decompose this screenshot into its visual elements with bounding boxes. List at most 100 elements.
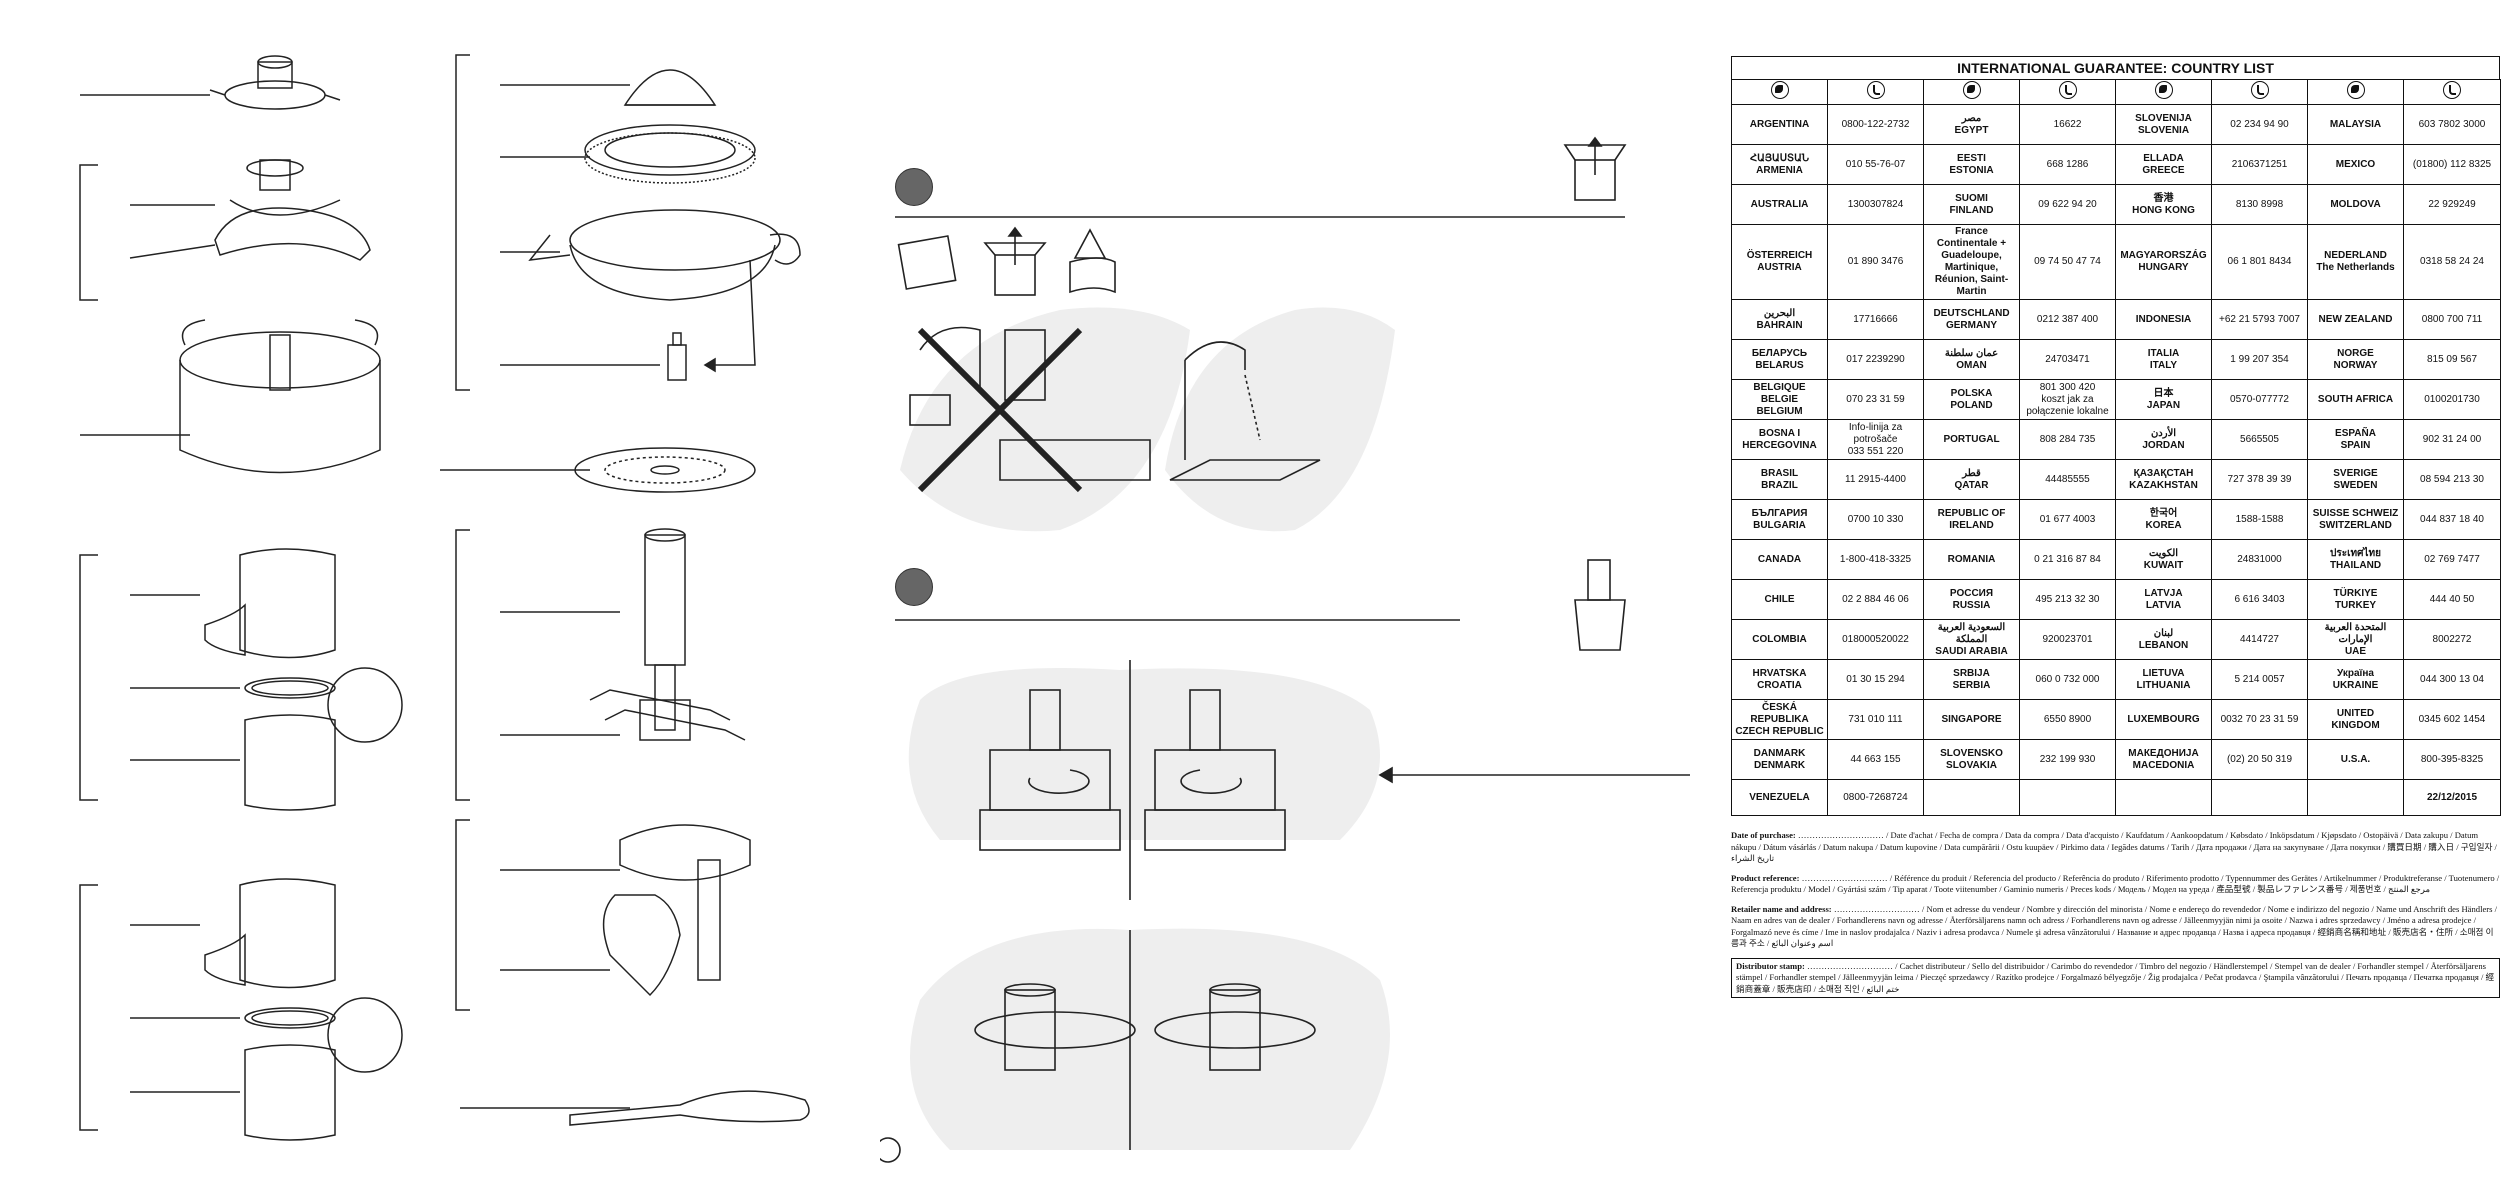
phone-cell: 0318 58 24 24	[2403, 224, 2501, 300]
country-cell: MALAYSIA	[2307, 104, 2404, 145]
phone-cell: 044 300 13 04	[2403, 659, 2501, 700]
field-label: Distributor stamp:	[1736, 960, 1805, 971]
phone-cell: 0570-077772	[2211, 379, 2308, 420]
phone-cell: 16622	[2019, 104, 2116, 145]
country-cell	[1923, 779, 2020, 816]
usage-panel	[880, 0, 1720, 1191]
guarantee-title: INTERNATIONAL GUARANTEE: COUNTRY LIST	[1731, 56, 2500, 79]
guarantee-country-list: INTERNATIONAL GUARANTEE: COUNTRY LIST AR…	[1731, 56, 2501, 816]
country-cell: REPUBLIC OF IRELAND	[1923, 499, 2020, 540]
country-cell: البحرين BAHRAIN	[1731, 299, 1828, 340]
phone-cell: 668 1286	[2019, 144, 2116, 185]
phone-cell: 0700 10 330	[1827, 499, 1924, 540]
country-cell: عمان سلطنة OMAN	[1923, 339, 2020, 380]
country-cell: DEUTSCHLAND GERMANY	[1923, 299, 2020, 340]
phone-cell: 017 2239290	[1827, 339, 1924, 380]
country-cell: SVERIGE SWEDEN	[2307, 459, 2404, 500]
country-cell: POLSKA POLAND	[1923, 379, 2020, 420]
phone-cell: 8002272	[2403, 619, 2501, 660]
field-text: ………………………… / Date d'achat / Fecha de com…	[1731, 830, 2497, 863]
phone-cell: 0100201730	[2403, 379, 2501, 420]
phone-cell: 1300307824	[1827, 184, 1924, 225]
phone-cell: 495 213 32 30	[2019, 579, 2116, 620]
country-cell: الكويت KUWAIT	[2115, 539, 2212, 580]
phone-cell: 232 199 930	[2019, 739, 2116, 780]
phone-cell: 815 09 567	[2403, 339, 2501, 380]
phone-cell: 0212 387 400	[2019, 299, 2116, 340]
country-cell: SRBIJA SERBIA	[1923, 659, 2020, 700]
country-cell: NEW ZEALAND	[2307, 299, 2404, 340]
phone-icon	[2019, 79, 2116, 105]
step-marker-1	[895, 168, 933, 206]
country-cell: Україна UKRAINE	[2307, 659, 2404, 700]
phone-cell: 22 929249	[2403, 184, 2501, 225]
country-cell: LUXEMBOURG	[2115, 699, 2212, 740]
phone-cell: (01800) 112 8325	[2403, 144, 2501, 185]
phone-cell: 0345 602 1454	[2403, 699, 2501, 740]
phone-cell: 070 23 31 59	[1827, 379, 1924, 420]
country-cell: AUSTRALIA	[1731, 184, 1828, 225]
phone-cell: 0032 70 23 31 59	[2211, 699, 2308, 740]
globe-icon	[2115, 79, 2212, 105]
phone-cell: 010 55-76-07	[1827, 144, 1924, 185]
country-cell: السعودية العربية المملكة SAUDI ARABIA	[1923, 619, 2020, 660]
phone-cell: 5 214 0057	[2211, 659, 2308, 700]
parts-panel-left	[0, 0, 440, 1191]
phone-cell: 018000520022	[1827, 619, 1924, 660]
country-cell: MOLDOVA	[2307, 184, 2404, 225]
phone-icon	[2403, 79, 2501, 105]
guarantee-form: Date of purchase: ………………………… / Date d'ac…	[1731, 830, 2500, 1006]
country-cell: ประเทศไทย THAILAND	[2307, 539, 2404, 580]
parts-panel-right	[440, 0, 860, 1191]
step-marker-2	[895, 568, 933, 606]
product-reference-field: Product reference: ………………………… / Référenc…	[1731, 873, 2500, 896]
phone-cell: 0 21 316 87 84	[2019, 539, 2116, 580]
country-cell: 香港 HONG KONG	[2115, 184, 2212, 225]
table-header-row	[1731, 79, 2501, 105]
phone-cell: 800-395-8325	[2403, 739, 2501, 780]
phone-cell: 22/12/2015	[2403, 779, 2501, 816]
country-cell: قطر QATAR	[1923, 459, 2020, 500]
country-cell: SOUTH AFRICA	[2307, 379, 2404, 420]
phone-cell: 24703471	[2019, 339, 2116, 380]
country-cell: DANMARK DENMARK	[1731, 739, 1828, 780]
phone-cell: 801 300 420 koszt jak za połączenie loka…	[2019, 379, 2116, 420]
phone-cell: 727 378 39 39	[2211, 459, 2308, 500]
phone-cell: 6550 8900	[2019, 699, 2116, 740]
phone-cell: 06 1 801 8434	[2211, 224, 2308, 300]
country-cell: BRASIL BRAZIL	[1731, 459, 1828, 500]
country-cell: ҚАЗАҚСТАН KAZAKHSTAN	[2115, 459, 2212, 500]
phone-cell: 4414727	[2211, 619, 2308, 660]
country-cell: BELGIQUE BELGIE BELGIUM	[1731, 379, 1828, 420]
country-cell: المتحدة العربية الإمارات UAE	[2307, 619, 2404, 660]
date-of-purchase-field: Date of purchase: ………………………… / Date d'ac…	[1731, 830, 2500, 865]
country-cell: EESTI ESTONIA	[1923, 144, 2020, 185]
country-cell	[2115, 779, 2212, 816]
country-cell: ROMANIA	[1923, 539, 2020, 580]
phone-icon	[1827, 79, 1924, 105]
usage-illustration	[880, 136, 1690, 1163]
country-cell: NORGE NORWAY	[2307, 339, 2404, 380]
country-cell: HRVATSKA CROATIA	[1731, 659, 1828, 700]
phone-cell: 17716666	[1827, 299, 1924, 340]
phone-cell: 24831000	[2211, 539, 2308, 580]
country-cell: MEXICO	[2307, 144, 2404, 185]
field-label: Product reference:	[1731, 872, 1800, 883]
country-cell: SLOVENSKO SLOVAKIA	[1923, 739, 2020, 780]
distributor-stamp-field: Distributor stamp: ………………………… / Cachet d…	[1731, 957, 2500, 998]
country-cell: SUOMI FINLAND	[1923, 184, 2020, 225]
phone-cell: 02 769 7477	[2403, 539, 2501, 580]
